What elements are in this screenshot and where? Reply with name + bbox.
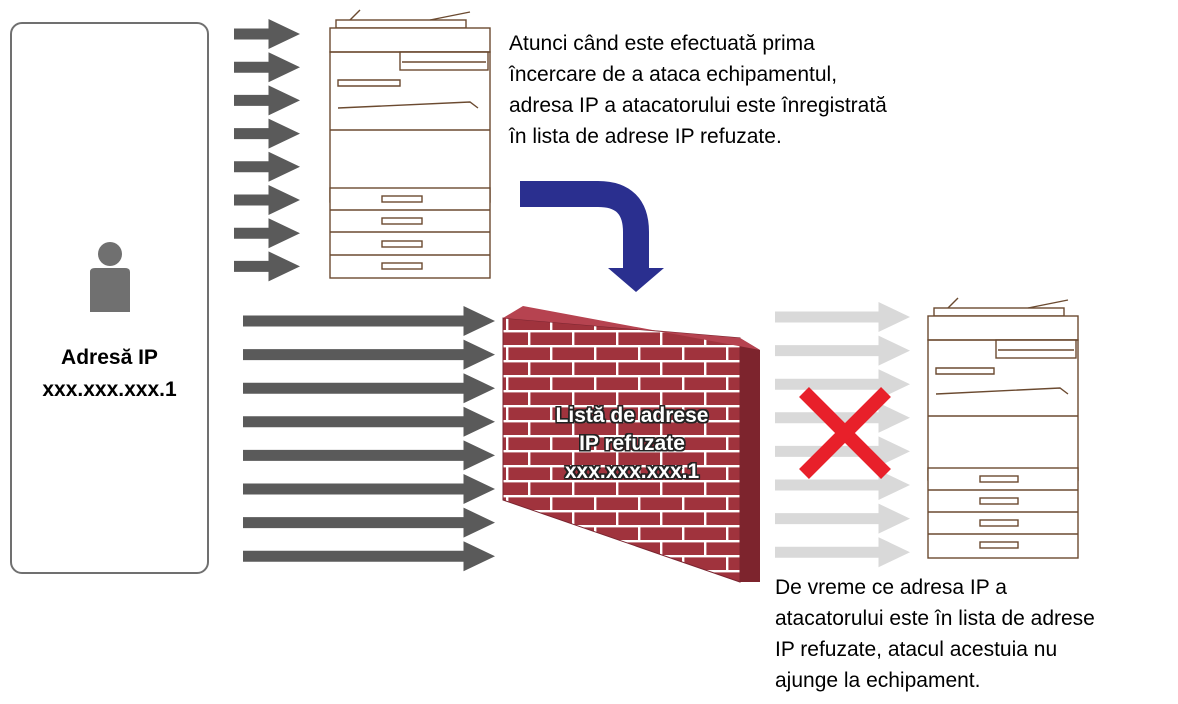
arrow-icon bbox=[243, 507, 495, 538]
arrow-icon bbox=[775, 302, 910, 332]
person-icon bbox=[90, 242, 130, 312]
printer-icon bbox=[927, 297, 1079, 559]
deny-list-subtitle: IP refuzate bbox=[579, 432, 685, 455]
arrow-icon bbox=[243, 373, 495, 404]
arrow-icon bbox=[234, 218, 300, 249]
attacker-ip-label: Adresă IP xxx.xxx.xxx.1 bbox=[10, 342, 209, 406]
arrow-icon bbox=[775, 503, 910, 534]
deny-list-label: Listă de adrese IP refuzate xxx.xxx.xxx.… bbox=[522, 402, 742, 486]
arrow-icon bbox=[775, 402, 910, 433]
arrow-icon bbox=[243, 339, 495, 370]
arrow-icon bbox=[234, 151, 300, 182]
attacker-ip-title: Adresă IP bbox=[61, 346, 158, 369]
blocked-arrows bbox=[775, 302, 910, 568]
caption-line: atacatorului este în lista de adrese bbox=[775, 607, 1095, 630]
attack-arrows-top bbox=[234, 19, 300, 282]
arrow-icon bbox=[775, 537, 910, 568]
arrow-icon bbox=[775, 369, 910, 400]
caption-line: De vreme ce adresa IP a bbox=[775, 576, 1007, 599]
caption-line: încercare de a ataca echipamentul, bbox=[509, 63, 838, 86]
arrow-icon bbox=[243, 541, 495, 572]
attack-arrows-to-wall bbox=[243, 306, 495, 572]
caption-line: Atunci când este efectuată prima bbox=[509, 32, 815, 55]
arrow-icon bbox=[243, 474, 495, 504]
cross-icon bbox=[799, 387, 891, 479]
deny-list-title: Listă de adrese bbox=[555, 404, 709, 427]
arrow-icon bbox=[234, 251, 300, 282]
deny-list-ip: xxx.xxx.xxx.1 bbox=[564, 460, 700, 483]
arrow-icon bbox=[234, 185, 300, 215]
arrow-icon bbox=[234, 19, 300, 49]
arrow-icon bbox=[234, 52, 300, 83]
arrow-icon bbox=[775, 470, 910, 500]
caption-first-attempt: Atunci când este efectuată prima încerca… bbox=[509, 28, 887, 152]
arrow-icon bbox=[234, 118, 300, 149]
arrow-icon bbox=[243, 406, 495, 437]
deny-list-wall bbox=[502, 306, 760, 583]
printer-icon bbox=[329, 9, 491, 279]
arrow-icon bbox=[234, 85, 300, 116]
arrow-icon bbox=[243, 440, 495, 471]
caption-line: ajunge la echipament. bbox=[775, 669, 981, 692]
attacker-ip-address: xxx.xxx.xxx.1 bbox=[42, 378, 177, 401]
caption-line: IP refuzate, atacul acestuia nu bbox=[775, 638, 1058, 661]
caption-line: în lista de adrese IP refuzate. bbox=[509, 125, 782, 148]
caption-blocked: De vreme ce adresa IP a atacatorului est… bbox=[775, 572, 1095, 696]
curved-arrow-icon bbox=[520, 181, 664, 292]
arrow-icon bbox=[775, 335, 910, 366]
arrow-icon bbox=[243, 306, 495, 336]
caption-line: adresa IP a atacatorului este înregistra… bbox=[509, 94, 887, 117]
attacker-panel bbox=[10, 22, 209, 574]
arrow-icon bbox=[775, 436, 910, 467]
